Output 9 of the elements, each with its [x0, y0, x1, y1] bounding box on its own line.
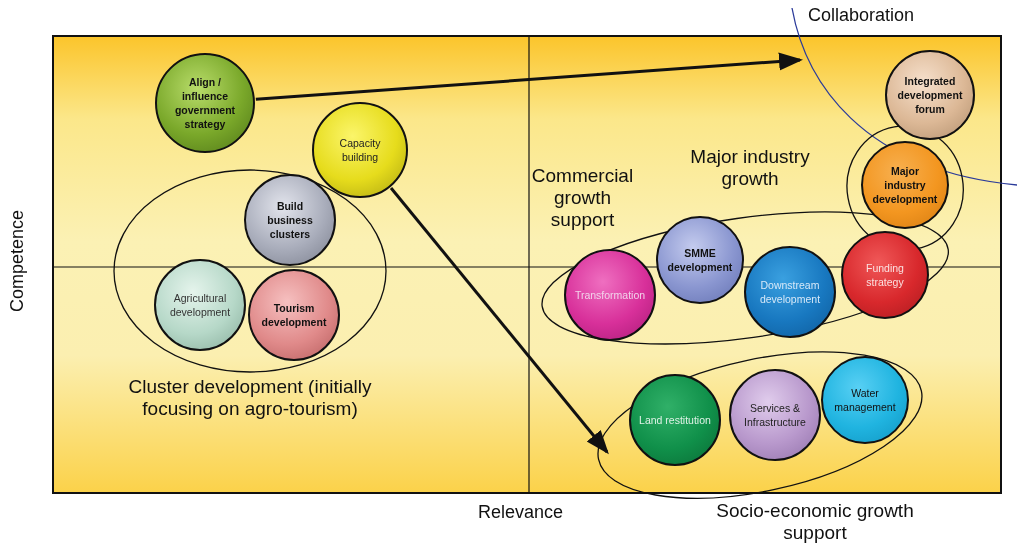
group-heading: Cluster development (initially focusing on agro-tourism): [127, 376, 373, 420]
axis-label: Competence: [8, 209, 28, 312]
arrow: [255, 52, 803, 101]
arrow: [389, 186, 609, 455]
group-heading: Major industry growth: [689, 146, 811, 190]
group-heading: Commercial growth support: [530, 165, 635, 231]
region-label: Collaboration: [808, 6, 915, 26]
axis-label: Relevance: [478, 503, 564, 523]
group-heading: Socio-economic growth support: [715, 500, 915, 544]
